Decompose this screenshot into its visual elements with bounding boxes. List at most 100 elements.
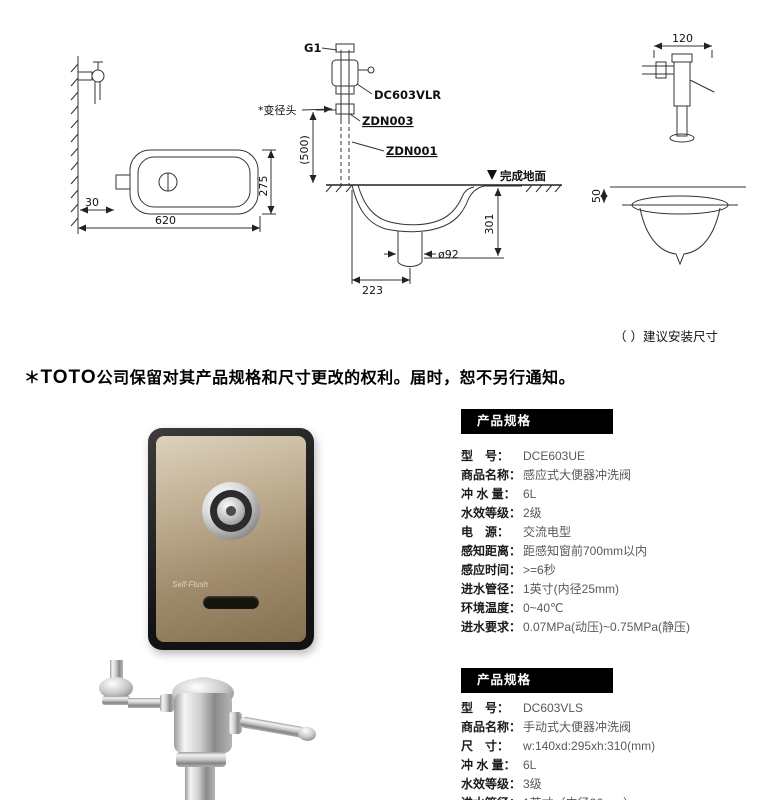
valve-body	[174, 693, 232, 753]
toto-brand-text: TOTO	[40, 367, 97, 388]
drain-outlet	[397, 261, 423, 267]
product2-spec-header: 产品规格	[461, 668, 613, 693]
spec-value: DCE603UE	[523, 448, 586, 463]
spec-value: 感应式大便器冲洗阀	[523, 468, 632, 482]
spec-header-label: 产品规格	[477, 414, 532, 428]
spec-value: w:140xd:295xh:310(mm)	[523, 738, 656, 753]
flush-button-center	[226, 506, 236, 516]
spec-label: 水效等级：	[461, 506, 522, 520]
spec-row-sensing-time: 感应时间：>=6秒	[461, 560, 753, 579]
spec-row-size: 尺 寸： w:140xd:295xh:310(mm)	[461, 736, 753, 755]
product1-spec-rows: 型 号： DCE603UE 商品名称：感应式大便器冲洗阀 冲 水 量： 6L 水效等…	[461, 446, 753, 636]
sensor-window	[203, 596, 259, 609]
spec-row-power: 电 源： 交流电型	[461, 522, 753, 541]
spec-label: 感应时间：	[461, 563, 522, 577]
spec-row-model: 型 号： DC603VLS	[461, 698, 753, 717]
lever-handle	[240, 716, 316, 741]
spec-row-model: 型 号： DCE603UE	[461, 446, 753, 465]
spec-row-sensing-distance: 感知距离：距感知窗前700mm以内	[461, 541, 753, 560]
pan-inlet-spud	[115, 174, 131, 190]
flush-button	[202, 482, 260, 540]
finished-floor-label: 完成地面	[500, 169, 546, 183]
panel-brand-text: Self-Flush	[172, 580, 209, 589]
spec-label: 尺 寸：	[461, 739, 510, 753]
valve-model-label: DC603VLR	[374, 88, 441, 102]
product1-spec-header: 产品规格	[461, 409, 613, 434]
disclaimer: ＊TOTO公司保留对其产品规格和尺寸更改的权利。届时，恕不另行通知。	[24, 364, 575, 389]
spec-value: 0~40℃	[523, 600, 564, 615]
spec-row-efficiency: 水效等级：2级	[461, 503, 753, 522]
spec-label: 环境温度：	[461, 601, 522, 615]
spec-header-label: 产品规格	[477, 673, 532, 687]
spec-value: 1英寸（内径26mm）	[523, 794, 635, 800]
g1-label: G1	[304, 41, 321, 55]
spec-value: 交流电型	[523, 525, 572, 539]
spec-label: 型 号：	[461, 449, 510, 463]
spec-label: 水效等级：	[461, 777, 522, 791]
dim-620-label: 620	[155, 214, 176, 227]
spec-label: 进水要求：	[461, 620, 522, 634]
dim-50-label: 50	[590, 189, 603, 203]
valve-lever	[689, 79, 715, 93]
stop-valve	[99, 677, 133, 699]
spec-row-water-pressure: 进水要求：0.07MPa(动压)~0.75MPa(静压)	[461, 617, 753, 636]
pan-rim	[631, 195, 729, 215]
dim-223-label: 223	[362, 284, 383, 297]
product1-image: Self-Flush	[30, 402, 445, 652]
wall-valve-pipe	[77, 71, 93, 81]
spec-value: 6L	[523, 486, 537, 501]
dim-301-label: 301	[483, 214, 496, 235]
product1-specs: 产品规格 型 号： DCE603UE 商品名称：感应式大便器冲洗阀 冲 水 量： 6…	[461, 409, 753, 636]
inlet-riser	[110, 660, 123, 682]
flush-valve-body	[331, 59, 359, 87]
spec-label: 商品名称：	[461, 468, 522, 482]
spec-value: >=6秒	[523, 563, 556, 577]
dim-500-label: (500)	[298, 135, 311, 165]
zdn003-label: ZDN003	[362, 114, 414, 128]
diagram-note: （ ）建议安装尺寸	[614, 329, 718, 344]
spec-row-flush-volume: 冲 水 量： 6L	[461, 484, 753, 503]
product2-specs: 产品规格 型 号： DC603VLS 商品名称：手动式大便器冲洗阀 尺 寸： w:1…	[461, 668, 753, 800]
spec-label: 进水管径：	[461, 582, 522, 596]
left-plan-view: 30 620 275	[70, 56, 276, 234]
spec-label: 商品名称：	[461, 720, 522, 734]
installation-diagram: 30 620 275 G1 DC603VLR *变径头	[70, 32, 746, 344]
spec-label: 电 源：	[461, 525, 510, 539]
spec-value: DC603VLS	[523, 700, 584, 715]
disclaimer-star: ＊	[24, 370, 41, 387]
center-section-view: G1 DC603VLR *变径头 ZDN003 ZDN001 (500) 完成地…	[258, 41, 562, 297]
spec-value: 3级	[523, 777, 542, 791]
spec-label: 进水管径：	[461, 794, 523, 800]
disclaimer-text: 公司保留对其产品规格和尺寸更改的权利。届时，恕不另行通知。	[96, 370, 576, 387]
spec-value: 手动式大便器冲洗阀	[523, 720, 632, 734]
spec-value: 6L	[523, 757, 537, 772]
valve-front-body	[673, 61, 691, 107]
spec-row-inlet-diameter: 进水管径：1英寸（内径26mm）	[461, 793, 753, 800]
manual-flush-valve	[99, 660, 316, 800]
dim-30-label: 30	[85, 196, 99, 209]
spec-label: 型 号：	[461, 701, 510, 715]
coupling-nut	[176, 752, 226, 767]
spec-row-name: 商品名称：感应式大便器冲洗阀	[461, 465, 753, 484]
spec-value: 2级	[523, 506, 542, 520]
spec-label: 冲 水 量：	[461, 487, 516, 501]
flush-tube	[185, 767, 215, 800]
spec-label: 冲 水 量：	[461, 758, 516, 772]
sensor-panel: Self-Flush	[148, 428, 314, 650]
dim-275-label: 275	[257, 176, 270, 197]
zdn001-label: ZDN001	[386, 144, 438, 158]
dim-92-label: ø92	[438, 248, 459, 261]
spec-row-inlet-diameter: 进水管径：1英寸(内径25mm)	[461, 579, 753, 598]
reducer-label: *变径头	[258, 103, 297, 117]
spec-value: 1英寸(内径25mm)	[523, 582, 620, 596]
spec-value: 0.07MPa(动压)~0.75MPa(静压)	[523, 620, 691, 634]
product2-image	[99, 660, 316, 800]
spec-row-ambient-temp: 环境温度：0~40℃	[461, 598, 753, 617]
dim-120-label: 120	[672, 32, 693, 45]
sensor-panel-face: Self-Flush	[156, 436, 306, 642]
right-front-view: 120	[642, 32, 715, 143]
right-pan-view: 50	[590, 186, 746, 266]
product2-spec-rows: 型 号： DC603VLS 商品名称：手动式大便器冲洗阀 尺 寸： w:140xd:…	[461, 698, 753, 800]
pan-section-outer	[351, 184, 522, 233]
